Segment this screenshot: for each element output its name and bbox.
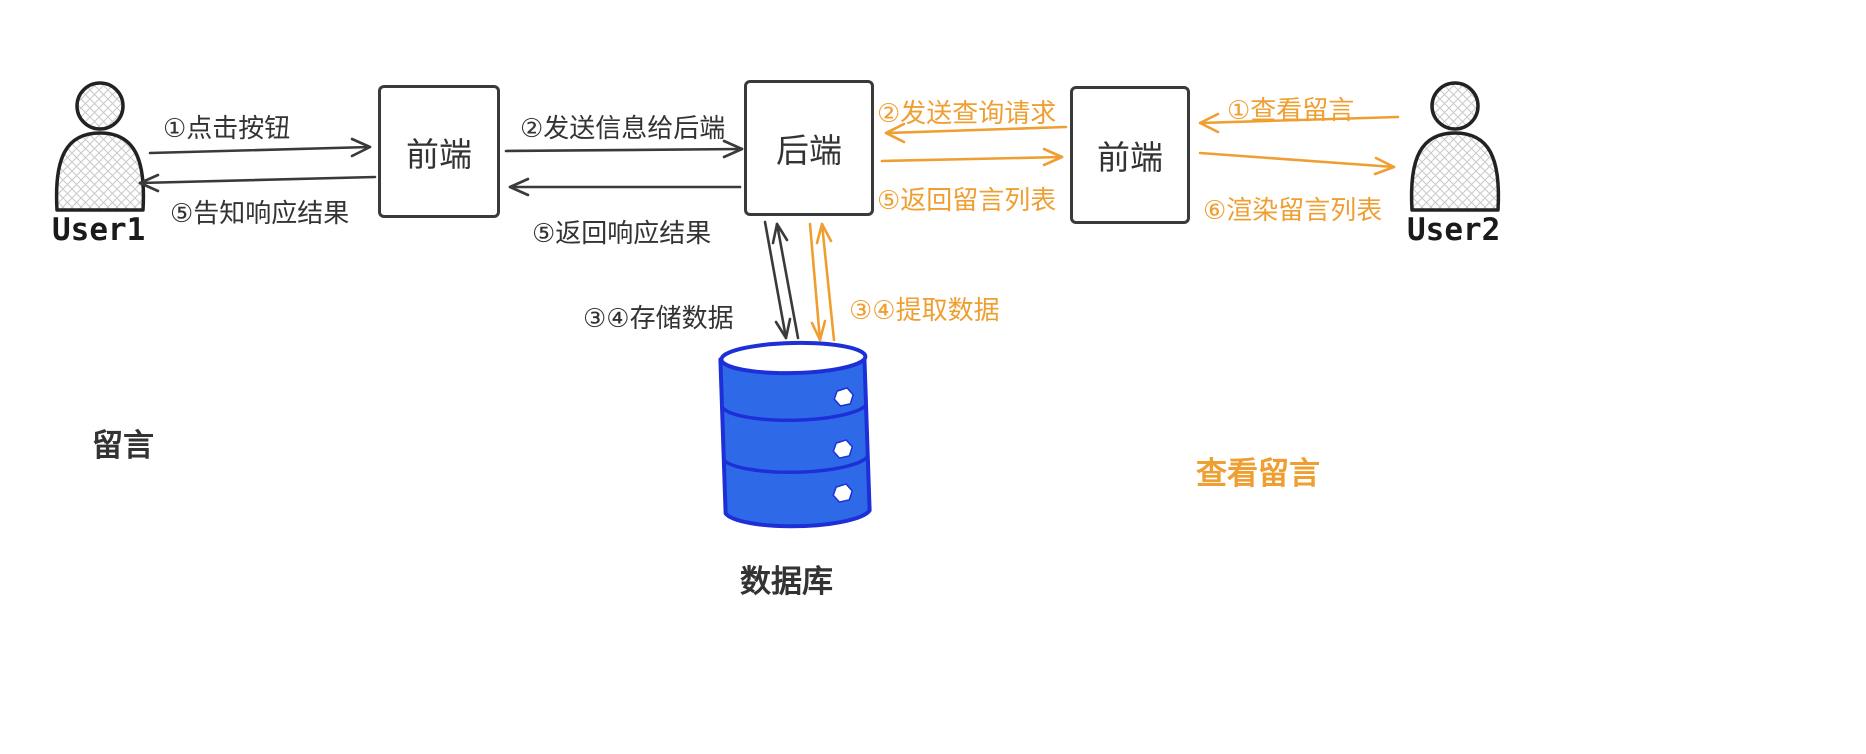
user1-label: User1 [52, 212, 146, 248]
label-send-to-backend: ②发送信息给后端 [520, 114, 726, 144]
node-backend: 后端 [744, 80, 874, 216]
label-return-list: ⑤返回留言列表 [877, 186, 1057, 216]
database-icon [718, 340, 872, 529]
arrow-send-query [884, 122, 1068, 144]
user2-icon [1409, 81, 1501, 212]
user2-label: User2 [1407, 212, 1501, 248]
arrow-click-button [148, 137, 372, 158]
section-label-message: 留言 [92, 428, 154, 464]
arrow-send-to-backend [504, 139, 744, 159]
label-notify-result: ⑤告知响应结果 [170, 199, 350, 229]
label-render-list: ⑥渲染留言列表 [1203, 196, 1383, 226]
label-store-data: ③④存储数据 [583, 304, 734, 334]
node-frontend-right-label: 前端 [1097, 138, 1163, 177]
section-label-view-message: 查看留言 [1196, 456, 1320, 492]
node-frontend-right: 前端 [1070, 86, 1190, 224]
database-label: 数据库 [740, 564, 833, 600]
node-frontend-left: 前端 [378, 85, 500, 218]
label-click-button: ①点击按钮 [163, 114, 291, 144]
arrow-fetch-data-up [815, 222, 836, 342]
arrow-store-data-down [763, 220, 792, 340]
arrow-store-data-up [771, 222, 800, 340]
label-view-message: ①查看留言 [1227, 96, 1355, 126]
user1-icon [54, 81, 146, 212]
arrow-return-response [508, 177, 742, 197]
label-send-query: ②发送查询请求 [877, 99, 1057, 129]
arrow-return-list [880, 147, 1064, 167]
node-backend-label: 后端 [776, 131, 842, 170]
label-fetch-data: ③④提取数据 [849, 296, 1000, 326]
arrow-fetch-data-down [808, 222, 827, 342]
arrow-render-list [1198, 151, 1396, 176]
arrow-notify-result [138, 173, 377, 193]
label-return-response: ⑤返回响应结果 [532, 219, 712, 249]
node-frontend-left-label: 前端 [406, 134, 472, 174]
arrow-view-message [1198, 112, 1400, 134]
